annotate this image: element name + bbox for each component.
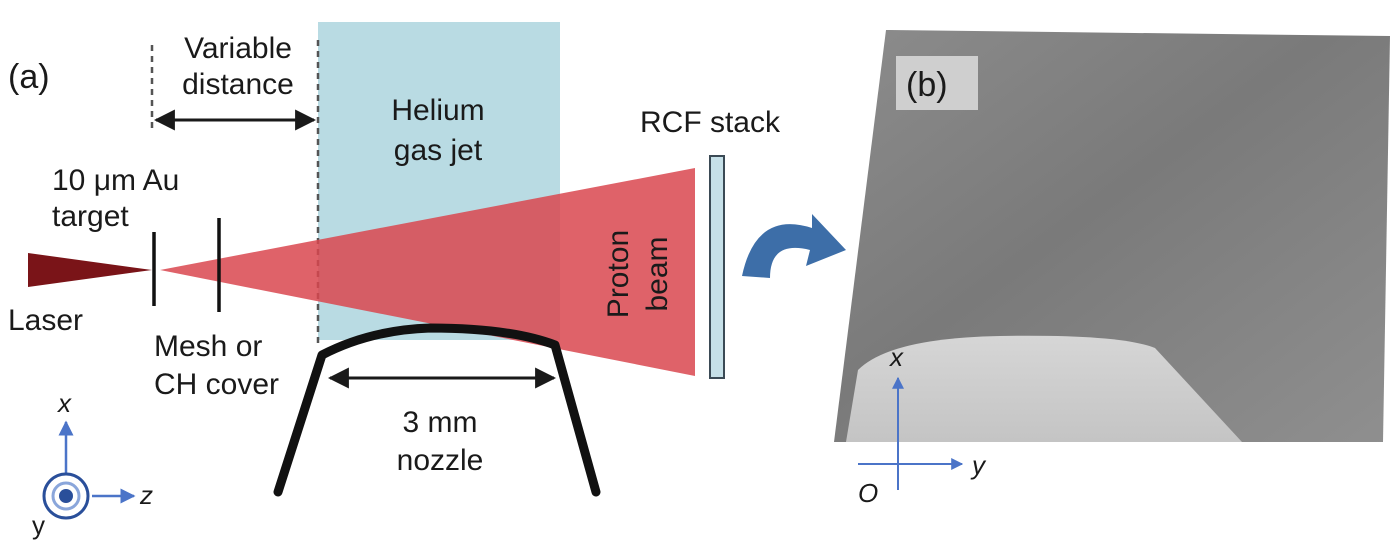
rcf-stack xyxy=(709,155,725,379)
y-axis-out-icon xyxy=(42,472,90,520)
variable-distance-label-2: distance xyxy=(182,68,294,101)
nozzle xyxy=(273,323,601,497)
variable-distance-label-1: Variable xyxy=(184,32,292,65)
nozzle-label-2: nozzle xyxy=(397,444,484,477)
rcf-stack-label: RCF stack xyxy=(640,106,781,139)
target-label-1: 10 μm Au xyxy=(52,164,179,197)
panel-b-label: (b) xyxy=(906,66,948,104)
y-axis-ring-icon xyxy=(51,481,81,511)
rcf-film-light-region xyxy=(846,335,1242,442)
axes-a: x z y xyxy=(32,388,153,540)
curved-arrow-icon xyxy=(742,214,846,278)
panel-a-label: (a) xyxy=(8,58,50,96)
nozzle-label-1: 3 mm xyxy=(403,406,478,439)
proton-beam xyxy=(160,168,695,376)
mesh-label-2: CH cover xyxy=(154,368,279,401)
y-axis-dot-icon xyxy=(59,489,73,503)
proton-beam-label-1: Proton xyxy=(602,230,635,318)
panel-b-label-background xyxy=(896,56,978,110)
y-axis-label-a: y xyxy=(32,510,45,540)
target-label-2: target xyxy=(52,200,129,233)
x-axis-label-a: x xyxy=(56,388,72,418)
laser-beam xyxy=(28,253,152,287)
y-axis-label-b: y xyxy=(970,450,987,480)
x-axis-label-b: x xyxy=(888,342,904,372)
mesh-label-1: Mesh or xyxy=(154,330,262,363)
laser-label: Laser xyxy=(8,304,83,337)
axes-b: x y O xyxy=(858,342,987,508)
origin-label-b: O xyxy=(858,478,878,508)
proton-beam-label-2: beam xyxy=(641,236,674,311)
helium-label-2: gas jet xyxy=(394,134,483,167)
helium-label-1: Helium xyxy=(391,94,484,127)
z-axis-label-a: z xyxy=(139,480,153,510)
